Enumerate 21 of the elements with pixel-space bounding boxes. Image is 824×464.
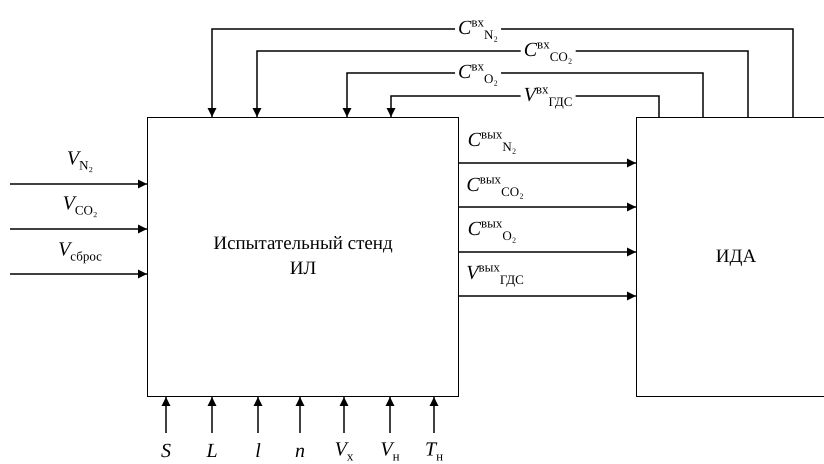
arrow bbox=[10, 270, 147, 278]
arrow bbox=[459, 248, 636, 256]
arrow bbox=[254, 397, 262, 433]
arrow bbox=[162, 397, 170, 433]
arrow bbox=[430, 397, 438, 433]
block-box bbox=[636, 117, 824, 397]
arrow bbox=[252, 50, 749, 117]
arrow bbox=[386, 397, 394, 433]
arrow bbox=[459, 292, 636, 300]
arrow bbox=[459, 202, 636, 212]
arrow bbox=[296, 397, 304, 433]
arrow bbox=[459, 158, 636, 168]
block-label: ИДА bbox=[716, 244, 756, 269]
arrow bbox=[342, 72, 704, 117]
block-box bbox=[147, 117, 459, 397]
arrow bbox=[340, 397, 348, 433]
arrow bbox=[208, 397, 216, 433]
block-label: Испытательный стенд ИЛ bbox=[212, 232, 394, 281]
arrow bbox=[208, 28, 794, 117]
arrow bbox=[10, 180, 147, 188]
arrow bbox=[10, 224, 147, 234]
